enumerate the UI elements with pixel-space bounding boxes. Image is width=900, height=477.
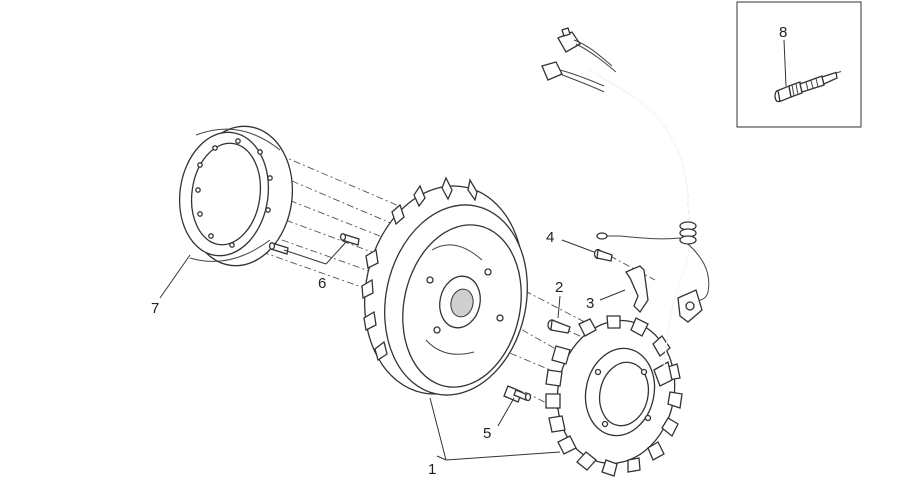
pickup-sensor <box>677 289 703 323</box>
callout-7: 7 <box>151 300 159 317</box>
dowel-pin <box>268 242 289 255</box>
stator-screw <box>547 319 571 334</box>
dowel-pin <box>339 233 360 246</box>
callout-6: 6 <box>318 275 326 292</box>
callout-2: 2 <box>555 279 563 296</box>
flywheel-ring <box>178 125 294 267</box>
wire-connector-lower <box>541 61 605 93</box>
callout-4: 4 <box>546 229 554 246</box>
callout-8: 8 <box>779 24 787 41</box>
wire-connector-upper <box>557 27 617 73</box>
rotor-screw <box>503 385 532 403</box>
clamp-screw <box>593 248 613 262</box>
stator <box>545 315 683 477</box>
flywheel-rotor <box>361 176 528 396</box>
callout-5: 5 <box>483 425 491 442</box>
callout-3: 3 <box>586 295 594 312</box>
wiring-harness <box>541 27 710 367</box>
spark-plug-inset: 8 <box>736 1 862 128</box>
dowel-pins <box>268 233 360 255</box>
cable-clamp <box>625 265 649 314</box>
callout-1: 1 <box>428 461 436 477</box>
spark-plug <box>774 71 842 103</box>
callout-leaders <box>159 239 626 461</box>
